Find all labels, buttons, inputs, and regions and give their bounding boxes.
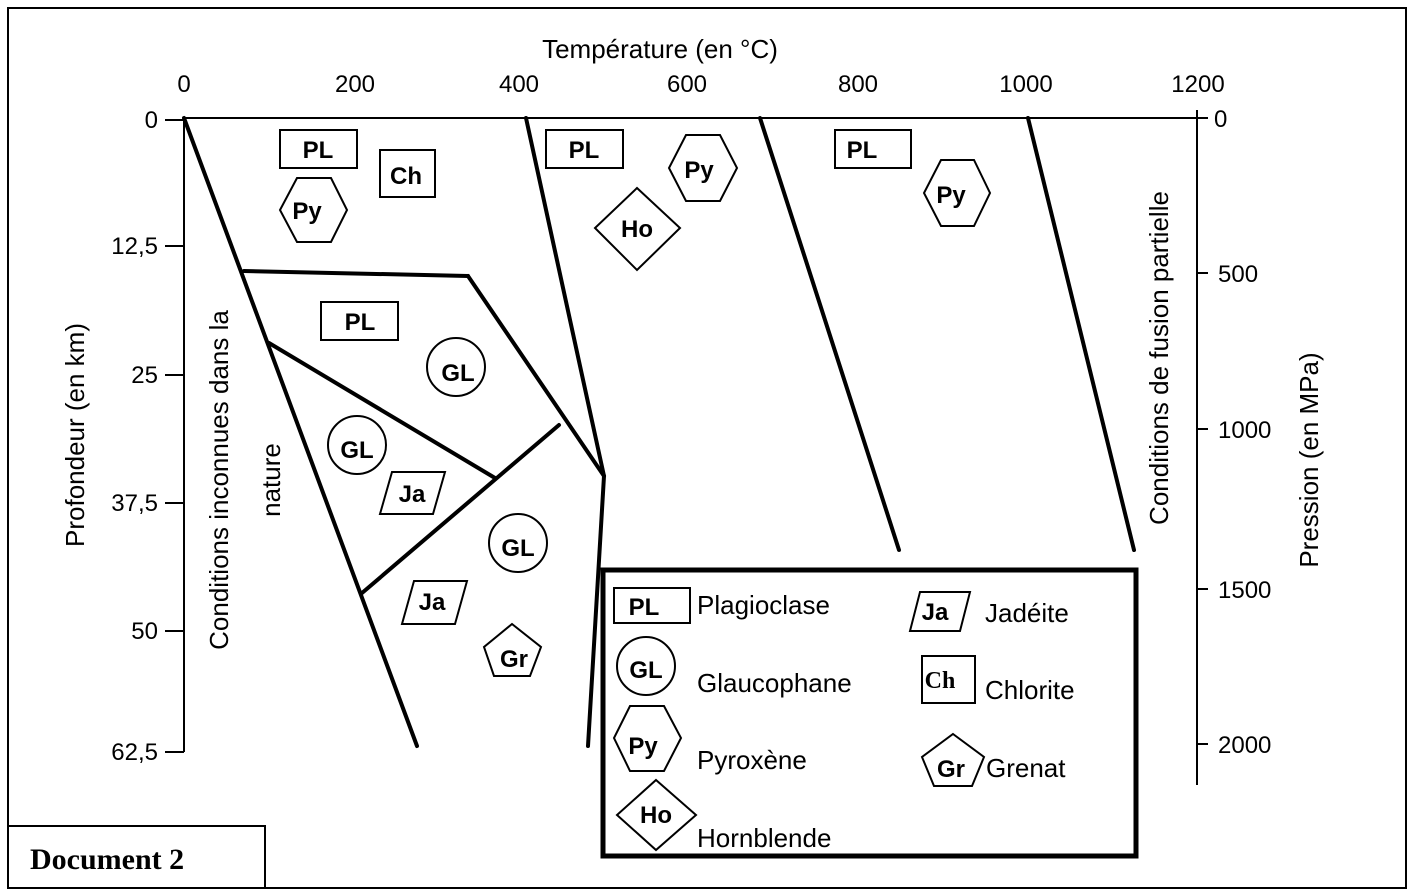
boundary-vertical-500-lower — [586, 474, 606, 748]
glaucophane-symbol: GL — [426, 337, 486, 397]
svg-text:PL: PL — [345, 309, 376, 336]
boundary-partial-melting — [1026, 116, 1136, 552]
left-axis-tick: 50 — [131, 618, 158, 645]
right-axis-tick: 1000 — [1218, 417, 1271, 444]
svg-text:Glaucophane: Glaucophane — [697, 668, 852, 698]
legend-item-plagioclase: PL Plagioclase — [613, 587, 830, 624]
svg-text:Ho: Ho — [640, 802, 672, 829]
top-axis-tick: 600 — [667, 71, 707, 98]
svg-text:Py: Py — [292, 198, 322, 225]
document-label: Document 2 — [7, 825, 266, 889]
legend-item-hornblende: Ho Hornblende — [615, 778, 831, 853]
plagioclase-symbol: PL — [279, 129, 358, 169]
top-axis-tick: 1000 — [999, 71, 1052, 98]
document-label-text: Document 2 — [30, 843, 184, 876]
legend-item-chlorite: Ch Chlorite — [921, 655, 1075, 705]
left-axis-tick: 37,5 — [111, 490, 158, 517]
boundary-jadeite-eclogite — [360, 423, 561, 595]
jadeite-symbol: Ja — [378, 471, 447, 515]
grenat-symbol: Gr — [482, 622, 543, 677]
plagioclase-symbol: PL — [320, 301, 399, 341]
top-axis-tick: 1200 — [1171, 71, 1224, 98]
legend-item-glaucophane: GL Glaucophane — [616, 636, 852, 698]
partial-melting-label: Conditions de fusion partielle — [1144, 191, 1174, 525]
legend-frame — [600, 567, 1139, 859]
svg-text:Hornblende: Hornblende — [697, 823, 831, 853]
boundary-greenschist-blueschist — [242, 269, 470, 278]
left-axis-tick: 0 — [145, 107, 158, 134]
unknown-conditions-label-line1: Conditions inconnues dans la — [204, 310, 234, 650]
svg-text:Ch: Ch — [390, 163, 422, 190]
svg-text:Py: Py — [684, 157, 714, 184]
svg-text:Chlorite: Chlorite — [985, 675, 1075, 705]
legend-item-grenat: Gr Grenat — [920, 732, 1066, 787]
legend: PL Plagioclase GL Glaucophane Py Pyroxèn… — [600, 567, 1139, 859]
jadeite-symbol: Ja — [400, 580, 469, 625]
right-axis-tick: 2000 — [1218, 732, 1271, 759]
svg-text:GL: GL — [629, 657, 662, 684]
hornblende-symbol: Ho — [593, 186, 682, 272]
svg-text:Gr: Gr — [937, 756, 965, 783]
right-axis: 0 500 1000 1500 2000 Pression (en MPa) — [1196, 106, 1324, 785]
boundary-glaucophane-jadeite — [267, 341, 497, 480]
svg-text:PL: PL — [847, 137, 878, 164]
legend-item-jadeite: Ja Jadéite — [908, 591, 1069, 632]
svg-text:GL: GL — [340, 437, 373, 464]
svg-text:Ch: Ch — [925, 668, 956, 694]
right-axis-tick: 0 — [1214, 106, 1227, 133]
boundary-amphibolite — [758, 116, 901, 552]
facies-boundaries — [182, 116, 1136, 748]
glaucophane-symbol: GL — [327, 415, 387, 475]
top-axis-title: Température (en °C) — [542, 34, 778, 64]
right-axis-tick: 500 — [1218, 261, 1258, 288]
svg-text:Grenat: Grenat — [986, 753, 1066, 783]
top-axis-tick: 0 — [177, 71, 190, 98]
left-axis-tick: 62,5 — [111, 739, 158, 766]
svg-text:Jadéite: Jadéite — [985, 598, 1069, 628]
top-axis-tick: 200 — [335, 71, 375, 98]
svg-text:Gr: Gr — [500, 646, 528, 673]
left-axis-title: Profondeur (en km) — [60, 323, 90, 547]
right-axis-title: Pression (en MPa) — [1294, 352, 1324, 567]
pyroxene-symbol: Py — [922, 159, 992, 227]
boundary-unknown-conditions — [182, 116, 419, 748]
outer-frame — [7, 7, 1407, 889]
left-axis: 0 12,5 25 37,5 50 62,5 Profondeur (en km… — [60, 107, 185, 766]
svg-text:Plagioclase: Plagioclase — [697, 590, 830, 620]
svg-text:GL: GL — [501, 535, 534, 562]
svg-text:PL: PL — [629, 594, 660, 621]
glaucophane-symbol: GL — [488, 513, 548, 573]
right-axis-tick: 1500 — [1218, 577, 1271, 604]
svg-text:PL: PL — [303, 137, 334, 164]
plagioclase-symbol: PL — [545, 129, 624, 169]
svg-text:Py: Py — [628, 733, 658, 760]
svg-text:Ho: Ho — [621, 216, 653, 243]
unknown-conditions-label-line2: nature — [256, 443, 286, 517]
svg-text:Ja: Ja — [419, 589, 446, 616]
top-axis-tick: 400 — [499, 71, 539, 98]
svg-text:Ja: Ja — [399, 481, 426, 508]
left-axis-tick: 25 — [131, 362, 158, 389]
chlorite-symbol: Ch — [379, 149, 436, 198]
pyroxene-symbol: Py — [278, 177, 349, 243]
boundary-blueschist-eclogite-upper — [466, 274, 606, 478]
plagioclase-symbol: PL — [834, 129, 912, 169]
legend-item-pyroxene: Py Pyroxène — [612, 705, 807, 775]
top-axis: Température (en °C) 0 200 400 600 800 10… — [177, 34, 1225, 119]
svg-text:Py: Py — [936, 182, 966, 209]
left-axis-tick: 12,5 — [111, 233, 158, 260]
svg-text:Pyroxène: Pyroxène — [697, 745, 807, 775]
pyroxene-symbol: Py — [667, 134, 739, 202]
svg-text:GL: GL — [441, 360, 474, 387]
boundary-vertical-500 — [524, 116, 606, 478]
top-axis-tick: 800 — [838, 71, 878, 98]
svg-text:PL: PL — [569, 137, 600, 164]
svg-text:Ja: Ja — [922, 599, 949, 626]
